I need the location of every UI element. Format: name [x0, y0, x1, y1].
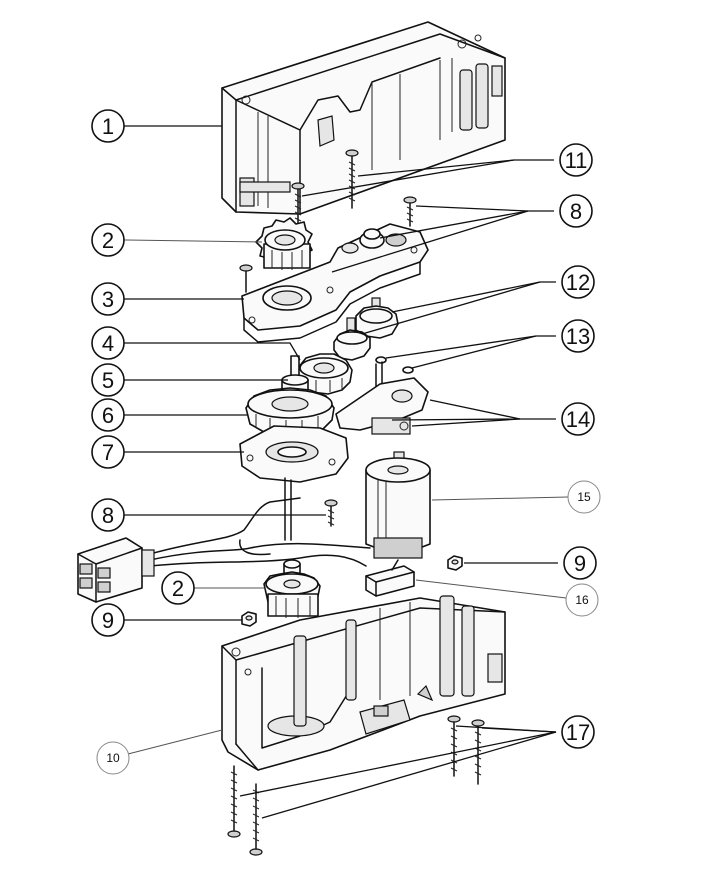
part-screw-8-lower	[324, 499, 338, 527]
callout-9-right: 9	[563, 546, 597, 580]
svg-text:7: 7	[102, 440, 114, 465]
svg-text:16: 16	[575, 593, 589, 607]
part-plate-7	[239, 425, 349, 541]
svg-text:2: 2	[172, 576, 184, 601]
part-motor-15	[365, 451, 431, 559]
callout-9-left: 9	[91, 603, 125, 637]
part-screws-11	[291, 149, 359, 229]
callout-2-lower: 2	[161, 571, 195, 605]
part-bottom-housing-10	[221, 595, 506, 771]
svg-text:8: 8	[102, 503, 114, 528]
callout-2-upper: 2	[91, 223, 125, 257]
callout-11: 11	[559, 143, 593, 177]
part-switch-16	[365, 559, 415, 597]
part-gear-2-upper	[255, 217, 313, 270]
part-gear-6	[245, 387, 335, 437]
callout-6: 6	[91, 398, 125, 432]
callout-5: 5	[91, 363, 125, 397]
part-gear-4	[295, 353, 353, 395]
svg-text:11: 11	[565, 148, 588, 173]
svg-text:4: 4	[102, 331, 114, 356]
svg-text:13: 13	[566, 324, 590, 349]
wiring-harness	[149, 497, 371, 567]
part-washers-13	[375, 356, 414, 374]
callout-12: 12	[561, 265, 595, 299]
svg-text:12: 12	[566, 270, 590, 295]
callout-8-lower: 8	[91, 498, 125, 532]
callout-1: 1	[91, 109, 125, 143]
svg-text:15: 15	[577, 490, 591, 504]
callout-14: 14	[561, 402, 595, 436]
svg-text:2: 2	[102, 228, 114, 253]
part-gears-12	[333, 297, 399, 361]
svg-text:8: 8	[570, 199, 582, 224]
svg-text:5: 5	[102, 368, 114, 393]
svg-text:9: 9	[574, 551, 586, 576]
callout-17: 17	[561, 715, 595, 749]
svg-text:17: 17	[566, 720, 590, 745]
svg-text:6: 6	[102, 403, 114, 428]
callout-10: 10	[96, 741, 130, 775]
part-nut-9-right	[447, 555, 463, 571]
svg-text:1: 1	[102, 114, 114, 139]
leader-lines	[123, 125, 569, 819]
callout-16: 16	[565, 583, 599, 617]
svg-text:14: 14	[566, 407, 590, 432]
callout-7: 7	[91, 435, 125, 469]
part-gear-plate-3	[241, 223, 429, 343]
part-nut-9-left	[241, 611, 257, 627]
part-connector	[77, 537, 155, 603]
svg-text:9: 9	[102, 608, 114, 633]
callout-13: 13	[561, 319, 595, 353]
callout-15: 15	[567, 480, 601, 514]
callout-4: 4	[91, 326, 125, 360]
part-plate-14	[335, 361, 429, 435]
part-screws-17	[227, 715, 485, 856]
callout-8-upper: 8	[559, 194, 593, 228]
callout-3: 3	[91, 282, 125, 316]
svg-text:10: 10	[106, 751, 120, 765]
part-gear-2-lower	[263, 559, 321, 618]
svg-text:3: 3	[102, 287, 114, 312]
